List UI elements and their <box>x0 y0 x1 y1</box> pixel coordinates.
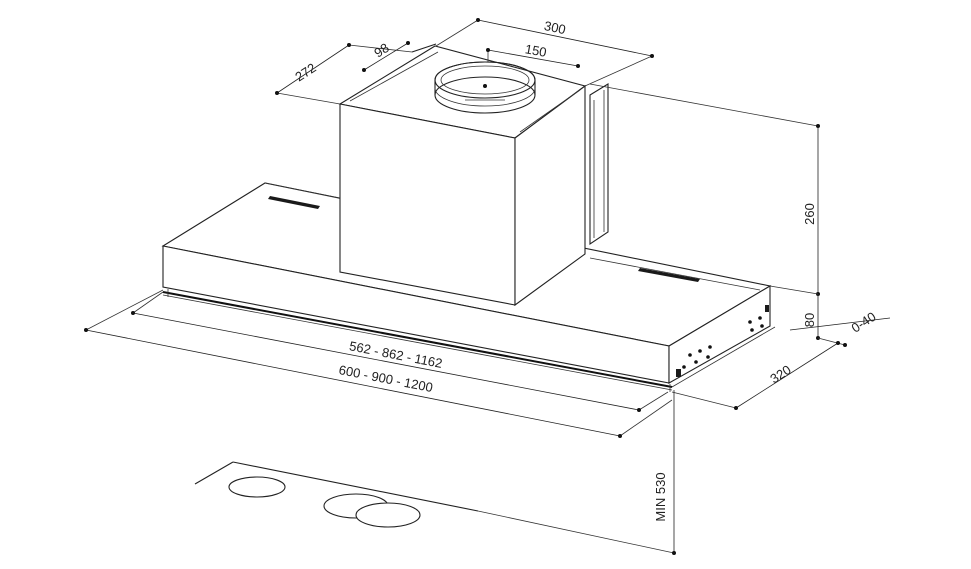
dim-label-outer-width: 600 - 900 - 1200 <box>338 362 435 395</box>
chimney-side-face <box>514 84 586 307</box>
burner-left <box>228 476 286 498</box>
dim-label-260: 260 <box>802 203 817 225</box>
dim-label-320: 320 <box>767 362 793 386</box>
burner-right <box>355 502 421 528</box>
cooktop <box>194 461 479 528</box>
dim-label-80: 80 <box>802 313 817 327</box>
chimney-front-face <box>339 103 516 306</box>
dim-label-272: 272 <box>292 60 318 84</box>
duct-collar <box>434 61 536 114</box>
dimension-lines <box>84 18 891 555</box>
dim-label-0-40: 0-40 <box>849 309 879 336</box>
dim-label-150: 150 <box>524 41 548 60</box>
wall-bracket <box>589 83 609 246</box>
side-holes <box>676 305 769 377</box>
dim-label-300: 300 <box>543 18 567 37</box>
hood-side-face <box>668 285 771 384</box>
dim-label-min-530: MIN 530 <box>653 472 668 521</box>
dim-label-98: 98 <box>371 40 391 60</box>
